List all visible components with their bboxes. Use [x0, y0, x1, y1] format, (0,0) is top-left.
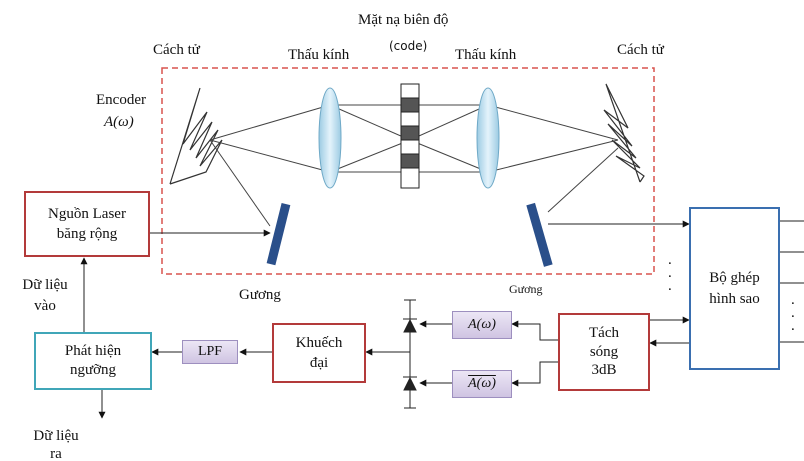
- lpf-block: LPF: [182, 340, 238, 364]
- left-grating: [169, 87, 223, 185]
- detector-line1: Phát hiện: [64, 342, 122, 359]
- dots-b2: .: [791, 305, 795, 321]
- star-line1: Bộ ghép: [709, 270, 760, 287]
- dots-b3: .: [791, 318, 795, 334]
- mirror-left-label: Gương: [239, 287, 281, 303]
- balanced-photodiodes: [403, 299, 417, 409]
- right-mirror: [526, 202, 553, 267]
- lens-left-label: Thấu kính: [288, 47, 350, 63]
- amp-line2: đại: [309, 355, 329, 371]
- dots-a2: .: [668, 265, 672, 281]
- splitter-line2: sóng: [589, 343, 619, 360]
- splitter-line1: Tách: [589, 324, 619, 341]
- lens-right-label: Thấu kính: [455, 47, 517, 63]
- right-lens: [476, 87, 500, 189]
- right-grating: [603, 83, 645, 183]
- data-out-label-line2: ra: [50, 446, 62, 461]
- star-coupler: Bộ ghép hình sao: [689, 207, 780, 370]
- encoder-label: Encoder: [96, 92, 146, 108]
- star-line2: hình sao: [709, 290, 760, 307]
- threshold-detector: Phát hiện ngưỡng: [34, 332, 152, 390]
- data-out-label-line1: Dữ liệu: [33, 428, 79, 444]
- mirror-right-label: Gương: [509, 282, 543, 296]
- a-omega-bar-block: A(ω): [452, 370, 512, 398]
- mask-title: Mặt nạ biên độ: [358, 12, 449, 28]
- broadband-laser-source: Nguồn Laser băng rộng: [24, 191, 150, 257]
- grating-right-label: Cách tử: [617, 42, 664, 58]
- data-in-label-line2: vào: [34, 298, 56, 314]
- beam-lines: [209, 104, 619, 227]
- left-mirror: [266, 202, 291, 266]
- dots-a1: .: [668, 252, 672, 268]
- 3db-splitter: Tách sóng 3dB: [558, 313, 650, 391]
- laser-line1: Nguồn Laser: [48, 205, 126, 222]
- detector-line2: ngưỡng: [69, 362, 117, 378]
- mask-code: (code): [389, 39, 428, 53]
- amp-line1: Khuếch: [295, 334, 343, 351]
- left-lens: [318, 87, 342, 189]
- splitter-line3: 3dB: [591, 362, 617, 379]
- amplifier: Khuếch đại: [272, 323, 366, 383]
- grating-left-label: Cách tử: [153, 42, 200, 58]
- a-omega-block: A(ω): [452, 311, 512, 339]
- amplitude-mask: [400, 83, 420, 189]
- dots-a3: .: [668, 278, 672, 294]
- encoder-function: A(ω): [104, 114, 134, 130]
- data-in-label-line1: Dữ liệu: [22, 277, 68, 293]
- encoder-frame: [161, 67, 655, 275]
- dots-b1: .: [791, 292, 795, 308]
- laser-line2: băng rộng: [56, 226, 118, 242]
